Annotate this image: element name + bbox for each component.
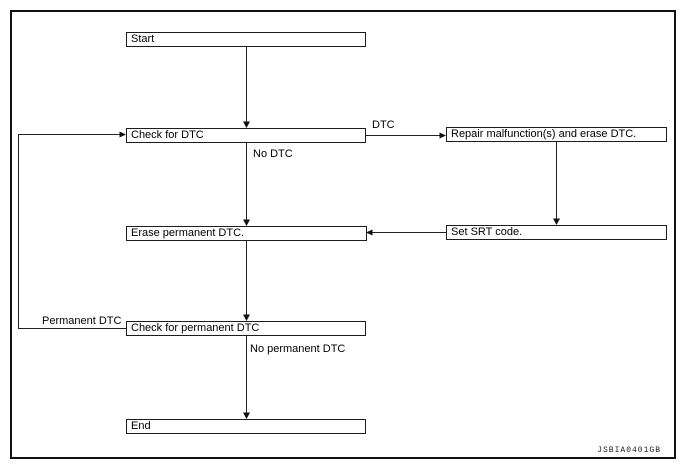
edge-set-srt-to-erase-permanent — [366, 229, 446, 236]
edge-erase-permanent-to-check-permanent — [243, 241, 250, 321]
node-check-for-permanent-dtc: Check for permanent DTC — [126, 321, 366, 336]
edge-label-no-dtc: No DTC — [253, 148, 293, 160]
edge-label-dtc: DTC — [372, 119, 395, 131]
edge-check-dtc-to-erase-permanent — [243, 143, 250, 226]
edge-check-dtc-to-repair — [366, 132, 446, 139]
edge-start-to-check-dtc — [243, 47, 250, 128]
node-erase-permanent-dtc: Erase permanent DTC. — [126, 226, 367, 241]
node-set-srt-code: Set SRT code. — [446, 225, 667, 240]
node-start: Start — [126, 32, 366, 47]
edge-check-permanent-loop-to-check-dtc — [18, 131, 126, 329]
node-end: End — [126, 419, 366, 434]
node-check-for-dtc: Check for DTC — [126, 128, 366, 143]
edge-label-permanent-dtc: Permanent DTC — [42, 315, 122, 327]
edge-repair-to-set-srt — [553, 142, 560, 225]
edge-label-no-permanent-dtc: No permanent DTC — [250, 343, 346, 355]
edge-check-permanent-to-end — [243, 336, 250, 419]
node-repair-malfunctions: Repair malfunction(s) and erase DTC. — [446, 127, 667, 142]
figure-code: JSBIA0401GB — [597, 446, 661, 455]
